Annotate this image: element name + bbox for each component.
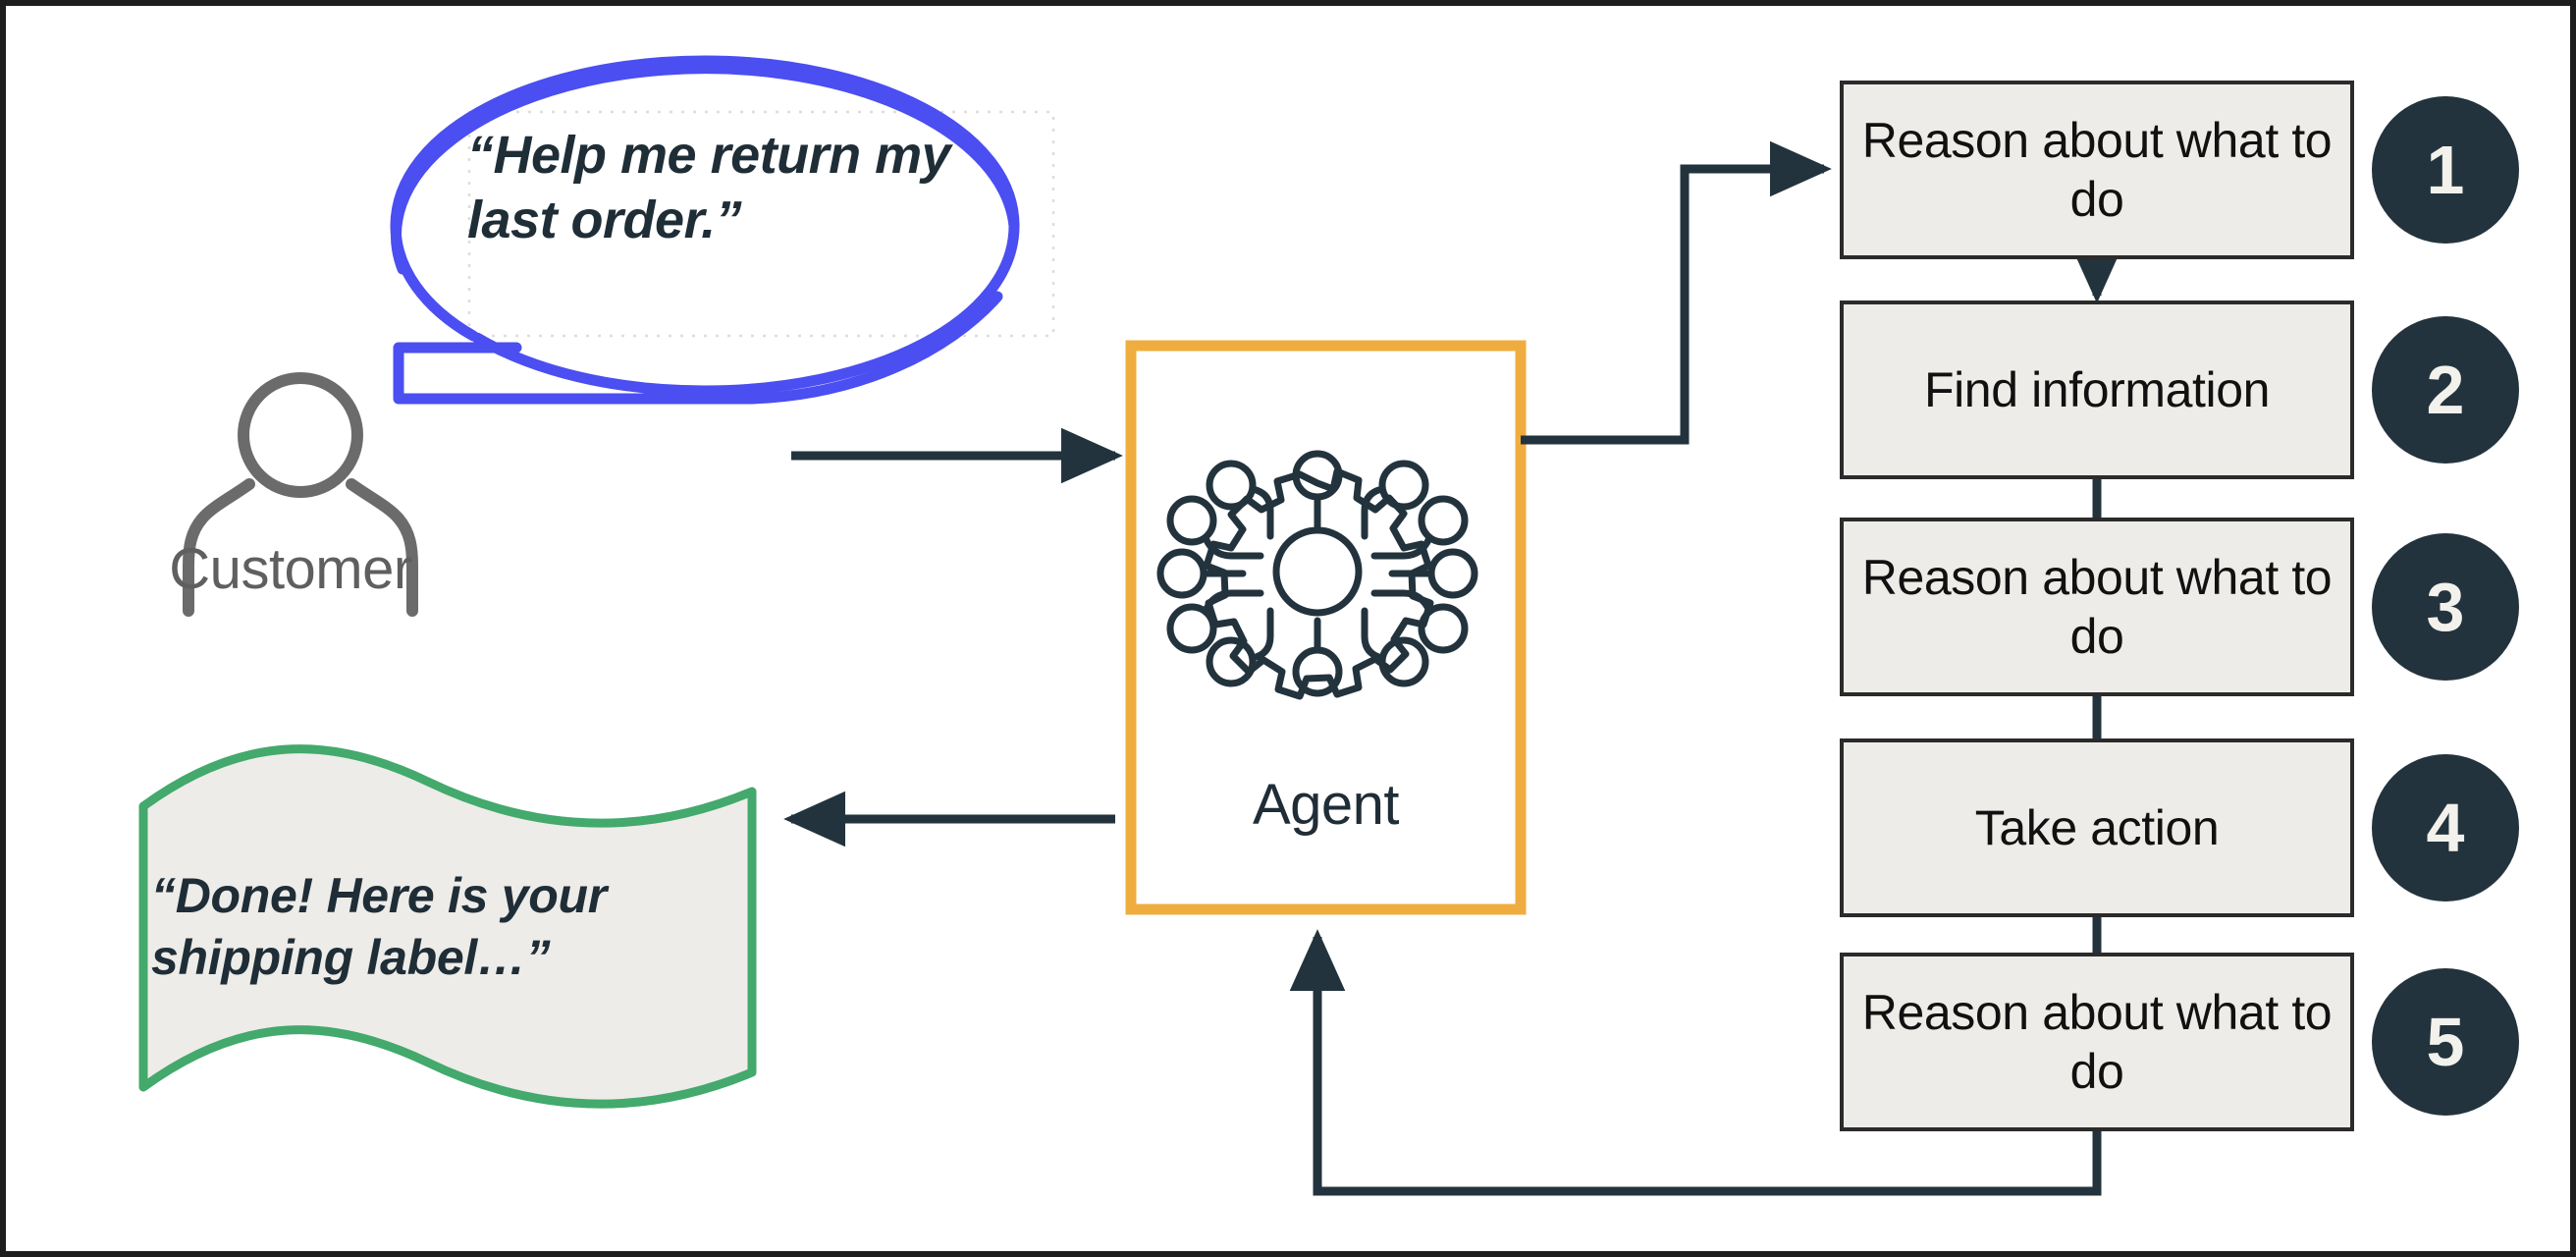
step-box-2[interactable]: Find information [1840,301,2354,479]
step-box-4[interactable]: Take action [1840,738,2354,917]
step-badge-2: 2 [2372,316,2519,464]
step-badge-1: 1 [2372,96,2519,244]
arrow-agent-to-step-1 [1521,140,1832,445]
bubble-textbox-guide [467,110,1055,338]
speech-bubble-outline-right [471,55,1020,397]
step-badge-5: 5 [2372,968,2519,1116]
agent-label: Agent [1252,773,1400,837]
person-icon [183,372,418,617]
speech-bubble [390,55,1020,405]
speech-bubble-tail [393,342,758,405]
ai-network-gear-icon [1156,450,1478,700]
response-banner [138,744,757,1109]
speech-bubble-outline-top [390,55,711,342]
customer-request-quote: “Help me return my last order.” [467,126,951,249]
agent-response-quote: “Done! Here is your shipping label…” [151,868,607,985]
agent-box[interactable] [1125,340,1527,915]
step-box-3[interactable]: Reason about what to do [1840,518,2354,696]
customer-label: Customer [169,537,412,601]
step-box-5[interactable]: Reason about what to do [1840,953,2354,1131]
step-badge-3: 3 [2372,533,2519,681]
arrow-step-5-to-agent [1289,929,2102,1196]
step-box-1[interactable]: Reason about what to do [1840,81,2354,259]
step-badge-4: 4 [2372,754,2519,902]
response-banner-shape [138,744,757,1109]
diagram-graphics-layer [138,55,2125,1196]
speech-bubble-outline-bottom [746,291,1003,405]
